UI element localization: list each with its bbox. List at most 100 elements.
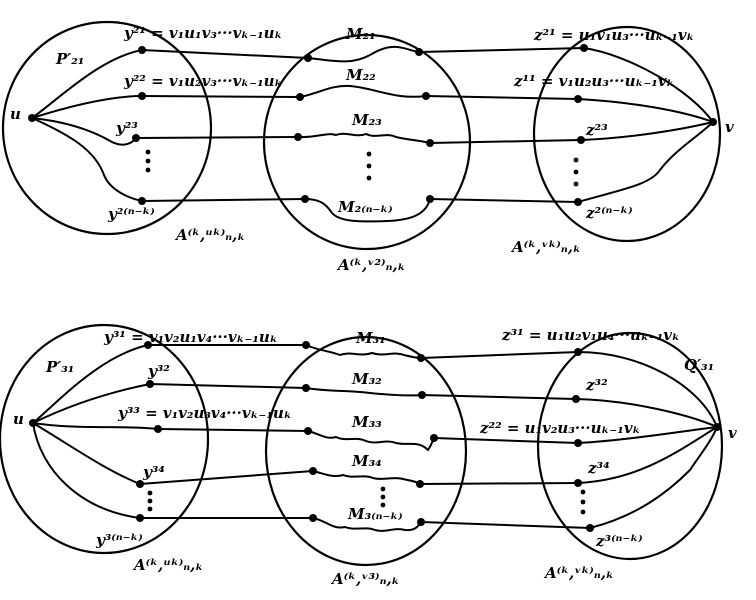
top-vertex-m2nk-in <box>301 195 309 203</box>
top-label-A-left: A⁽ᵏ,ᵘᵏ⁾ₙ,ₖ <box>174 226 245 244</box>
top-vertex-m2nk-out <box>426 195 434 203</box>
bottom-label-A-left: A⁽ᵏ,ᵘᵏ⁾ₙ,ₖ <box>132 556 203 574</box>
bottom-label-z3nk: z³⁽ⁿ⁻ᵏ⁾ <box>595 532 643 550</box>
bottom-label-y33: y³³ = v₁v₂u₃v₄···vₖ₋₁uₖ <box>117 404 292 422</box>
top-middle-ellipsis <box>366 151 372 181</box>
top-label-A-right: A⁽ᵏ,ᵛᵏ⁾ₙ,ₖ <box>510 238 581 256</box>
top-vertex-z21 <box>580 44 588 52</box>
top-label-y2nk: y²⁽ⁿ⁻ᵏ⁾ <box>107 205 155 223</box>
top-vertex-u <box>28 114 36 122</box>
top-path-u-y21 <box>31 49 143 119</box>
bottom-right-cluster <box>536 331 724 561</box>
bottom-label-A-right: A⁽ᵏ,ᵛᵏ⁾ₙ,ₖ <box>543 564 614 582</box>
top-path-z11-v <box>577 98 714 123</box>
top-path-m23-z23 <box>429 139 582 144</box>
top-vertex-v <box>709 118 717 126</box>
top-label-y21: y²¹ = v₁u₁v₃···vₖ₋₁uₖ <box>123 24 282 42</box>
bottom-label-y3nk: y³⁽ⁿ⁻ᵏ⁾ <box>95 531 143 549</box>
bottom-middle-ellipsis <box>380 486 386 508</box>
bottom-path-m3nk-z3nk <box>420 521 591 529</box>
top-right-cluster <box>532 25 722 243</box>
top-vertex-y23 <box>132 134 140 142</box>
top-right-ellipsis <box>573 157 579 187</box>
top-diagram: u v P′₂₁ y²¹ = v₁u₁v₃···vₖ₋₁uₖ y²² = v₁u… <box>1 20 734 274</box>
bottom-path-z32-v <box>575 398 718 428</box>
top-vertex-y2nk <box>138 197 146 205</box>
bottom-vertex-y34 <box>136 480 144 488</box>
top-path-m2nk-z2nk <box>429 198 579 203</box>
bottom-middle-cluster <box>264 335 468 567</box>
bottom-vertex-v <box>713 423 721 431</box>
bottom-vertex-m33-in <box>304 427 312 435</box>
bottom-label-M33: M₃₃ <box>351 413 382 431</box>
bottom-vertex-u <box>29 419 37 427</box>
bottom-label-y31: y³¹ = v₁v₂u₁v₄···vₖ₋₁uₖ <box>103 328 278 346</box>
top-label-y23: y²³ <box>115 119 138 137</box>
top-bump-m22 <box>299 84 427 98</box>
top-label-z23: z²³ <box>585 121 608 139</box>
bottom-path-y33-m33 <box>157 428 309 432</box>
top-label-A-middle: A⁽ᵏ,ᵛ²⁾ₙ,ₖ <box>336 256 406 274</box>
bottom-path-u-y33 <box>32 422 159 430</box>
top-vertex-m22-out <box>422 92 430 100</box>
bottom-vertex-y32 <box>146 380 154 388</box>
top-vertex-z11 <box>574 95 582 103</box>
top-bump-m2nk <box>304 198 431 223</box>
bottom-path-u-y31 <box>32 344 149 424</box>
bottom-bump-m33 <box>307 430 435 451</box>
bottom-vertex-z31 <box>574 348 582 356</box>
bottom-vertex-z22 <box>574 439 582 447</box>
top-path-y23-m23 <box>135 136 299 139</box>
top-label-M2nk: M₂₍ₙ₋ₖ₎ <box>337 198 393 216</box>
bottom-label-v: v <box>728 424 737 442</box>
top-label-M22: M₂₂ <box>345 66 376 84</box>
top-path-z21-v <box>583 47 714 123</box>
bottom-path-u-y32 <box>32 383 151 424</box>
top-path-z2nk-v <box>577 121 714 203</box>
bottom-label-A-middle: A⁽ᵏ,ᵛ³⁾ₙ,ₖ <box>330 570 400 588</box>
bottom-path-y32-m32 <box>149 383 307 389</box>
bottom-right-ellipsis <box>580 489 586 515</box>
bottom-vertex-m3nk-in <box>309 514 317 522</box>
top-vertex-m22-in <box>296 93 304 101</box>
top-left-ellipsis <box>145 149 151 173</box>
bottom-vertex-z32 <box>572 395 580 403</box>
bottom-vertex-z3nk <box>586 524 594 532</box>
top-vertex-y22 <box>138 92 146 100</box>
bottom-path-u-y3nk <box>32 422 141 519</box>
bottom-bump-m3nk <box>312 517 422 532</box>
bottom-vertex-m31-in <box>302 341 310 349</box>
bottom-label-y32: y³² <box>147 362 170 380</box>
top-label-z2nk: z²⁽ⁿ⁻ᵏ⁾ <box>585 204 633 222</box>
bottom-path-u-y34 <box>32 422 141 485</box>
bottom-bump-m31 <box>305 344 422 359</box>
top-label-z11: z¹¹ = v₁u₂u₃···uₖ₋₁vₖ <box>513 72 674 90</box>
top-path-m21-z21 <box>418 47 585 53</box>
bottom-label-z22: z²² = u₁v₂u₃···uₖ₋₁vₖ <box>479 419 640 437</box>
bottom-vertex-m32-in <box>302 384 310 392</box>
bottom-path-m31-z31 <box>420 351 579 359</box>
bottom-label-u: u <box>13 410 24 428</box>
top-label-u: u <box>10 105 21 123</box>
bottom-path-z31-v <box>577 351 718 428</box>
bottom-label-y34: y³⁴ <box>142 463 165 481</box>
top-path-u-y2nk <box>31 117 143 202</box>
bottom-label-M32: M₃₂ <box>351 370 382 388</box>
top-left-cluster <box>1 20 213 236</box>
bottom-vertex-z34 <box>574 479 582 487</box>
top-path-u-y22 <box>31 95 143 119</box>
top-label-M21: M₂₁ <box>345 25 376 43</box>
bottom-label-M34: M₃₄ <box>351 452 382 470</box>
bottom-path-m32-z32 <box>421 394 577 400</box>
bottom-label-z31: z³¹ = u₁u₂v₁u₄···uₖ₋₁vₖ <box>501 326 680 344</box>
bottom-path-m33-z22 <box>433 437 579 444</box>
top-label-z21: z²¹ = u₁v₁u₃···uₖ₋₁vₖ <box>533 26 694 44</box>
top-label-v: v <box>725 118 734 136</box>
bottom-vertex-m34-out <box>416 480 424 488</box>
top-vertex-z23 <box>577 136 585 144</box>
bottom-diagram: u v P′₃₁ Q′₃₁ y³¹ = v₁v₂u₁v₄···vₖ₋₁uₖ y³… <box>0 323 737 588</box>
top-label-y22: y²² = v₁u₂v₃···vₖ₋₁uₖ <box>123 72 282 90</box>
top-path-y2nk-m2nk <box>141 198 306 202</box>
top-vertex-y21 <box>138 46 146 54</box>
